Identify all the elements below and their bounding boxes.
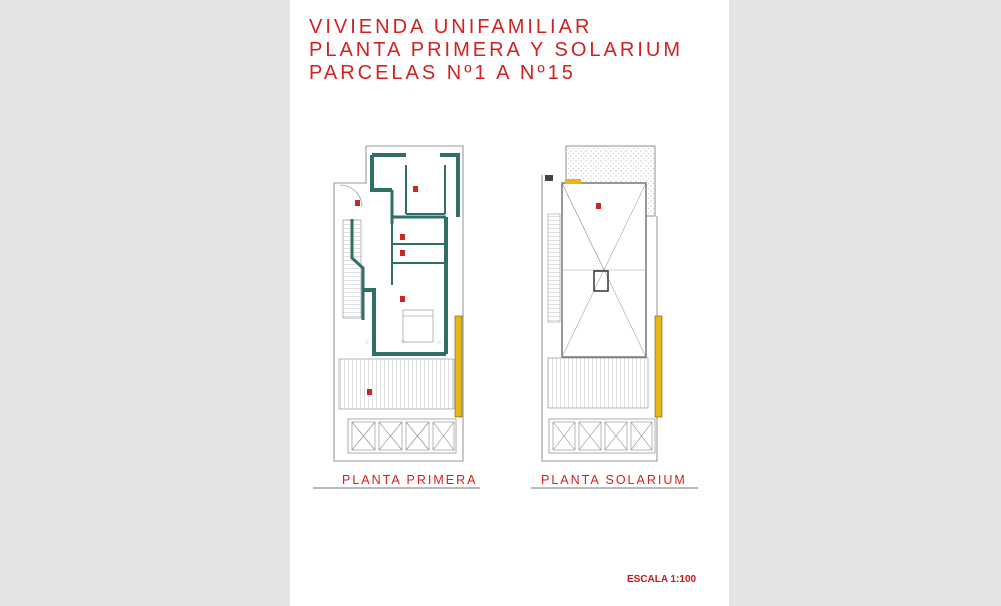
planta-primera-label: PLANTA PRIMERA xyxy=(342,473,478,487)
title-line-3: PARCELAS Nº1 A Nº15 xyxy=(309,62,576,84)
scale-label: ESCALA 1:100 xyxy=(627,574,697,585)
planta-solarium-plan xyxy=(541,145,663,462)
watermark: · · · xyxy=(360,318,453,362)
title-line-1: VIVIENDA UNIFAMILIAR xyxy=(309,16,593,38)
title-line-2: PLANTA PRIMERA Y SOLARIUM xyxy=(309,39,683,61)
planta-solarium-label: PLANTA SOLARIUM xyxy=(541,473,687,487)
planta-primera-plan xyxy=(333,145,464,462)
